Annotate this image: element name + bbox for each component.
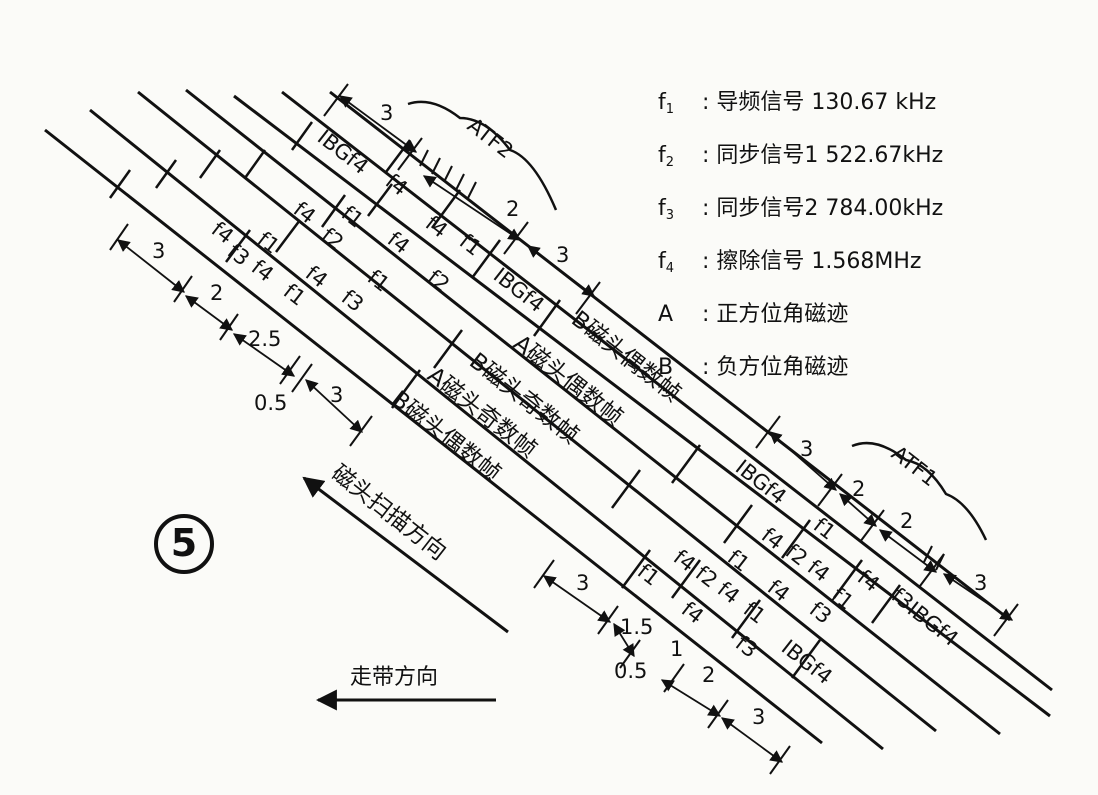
legend-row: f3 : 同步信号2 784.00kHz bbox=[658, 186, 943, 239]
atf2-label: ATF2 bbox=[463, 113, 518, 163]
ibgf4-label: IBGf4 bbox=[903, 597, 963, 651]
atf-hatch bbox=[419, 149, 945, 571]
f3-label: f3 bbox=[731, 631, 762, 663]
f4-label: f4 bbox=[669, 545, 700, 577]
f1-label: f1 bbox=[809, 513, 840, 545]
figure-number: 5 bbox=[154, 514, 214, 574]
dim-value: 2 bbox=[852, 477, 865, 501]
dim-value: 2 bbox=[210, 281, 223, 305]
legend-row: f2 : 同步信号1 522.67kHz bbox=[658, 133, 943, 186]
dim-value: 3 bbox=[330, 383, 343, 407]
track-line bbox=[281, 90, 1053, 692]
legend-text: : 导频信号 130.67 kHz bbox=[702, 90, 937, 115]
f1-label: f1 bbox=[337, 201, 368, 233]
head-scan-label: 磁头扫描方向 bbox=[326, 460, 451, 565]
f4-label: f4 bbox=[763, 575, 794, 607]
legend-text: : 正方位角磁迹 bbox=[702, 302, 849, 327]
track-line bbox=[233, 94, 1051, 718]
atf1-label: ATF1 bbox=[887, 441, 942, 491]
dim-value: 2 bbox=[900, 509, 913, 533]
legend-row: A : 正方位角磁迹 bbox=[658, 292, 943, 345]
dim-value: 0.5 bbox=[614, 659, 647, 683]
dim-value: 3 bbox=[974, 571, 987, 595]
dim-value: 3 bbox=[800, 437, 813, 461]
track-line bbox=[137, 90, 937, 733]
dim-value: 2 bbox=[506, 197, 519, 221]
legend-text: : 负方位角磁迹 bbox=[702, 355, 849, 380]
ibgf4-label: IBGf4 bbox=[489, 263, 549, 317]
f4-label: f4 bbox=[247, 255, 278, 287]
legend-text: : 同步信号1 522.67kHz bbox=[702, 143, 944, 168]
f4-label: f4 bbox=[677, 597, 708, 629]
legend-key: B bbox=[658, 355, 674, 380]
legend-text: : 同步信号2 784.00kHz bbox=[702, 196, 944, 221]
ibgf4-label: IBGf4 bbox=[313, 125, 373, 179]
f4-label: f4 bbox=[421, 211, 452, 243]
track-line bbox=[89, 108, 884, 751]
legend: f1: 导频信号 130.67 kHz f2: 同步信号1 522.67kHz … bbox=[658, 80, 943, 398]
legend-key: f1 bbox=[658, 90, 675, 117]
dim-value: 3 bbox=[152, 239, 165, 263]
head-scan-arrow bbox=[302, 476, 509, 634]
f4-label: f4 bbox=[757, 523, 788, 555]
dim-value: 2.5 bbox=[248, 327, 281, 351]
f2-label: f2 bbox=[317, 223, 348, 255]
legend-key: f4 bbox=[658, 249, 675, 276]
f4-label: f4 bbox=[383, 227, 414, 259]
legend-key: f3 bbox=[658, 196, 675, 223]
tape-direction-label: 走带方向 bbox=[350, 665, 438, 690]
dim-value: 3 bbox=[556, 243, 569, 267]
f4-label: f4 bbox=[289, 197, 320, 229]
legend-key: A bbox=[658, 302, 674, 327]
legend-text: : 擦除信号 1.568MHz bbox=[702, 249, 922, 274]
f2-label: f2 bbox=[423, 265, 454, 297]
legend-row: B : 负方位角磁迹 bbox=[658, 345, 943, 398]
legend-key: f2 bbox=[658, 143, 675, 170]
atf2-brace bbox=[407, 100, 558, 211]
dim-value: 1 bbox=[670, 637, 683, 661]
track-line bbox=[185, 88, 1001, 736]
dim-value: 3 bbox=[752, 705, 765, 729]
f1-label: f1 bbox=[455, 229, 486, 261]
dim-value: 1.5 bbox=[620, 615, 653, 639]
legend-row: f4 : 擦除信号 1.568MHz bbox=[658, 239, 943, 292]
f3-label: f3 bbox=[223, 239, 254, 271]
dim-value: 3 bbox=[576, 571, 589, 595]
dimension-arrows bbox=[117, 95, 1014, 763]
dim-value: 3 bbox=[380, 101, 393, 125]
track-line bbox=[44, 128, 823, 745]
f1-label: f1 bbox=[723, 545, 754, 577]
f4-label: f4 bbox=[713, 577, 744, 609]
f1-label: f1 bbox=[253, 227, 284, 259]
legend-row: f1 : 导频信号 130.67 kHz bbox=[658, 80, 943, 133]
dimension-values: 3 2 3 3 2 2.5 0.5 3 3 2 2 3 3 1.5 0.5 1 … bbox=[152, 101, 987, 729]
dim-value: 0.5 bbox=[254, 391, 287, 415]
atf1-brace bbox=[851, 441, 988, 541]
dim-value: 2 bbox=[702, 663, 715, 687]
f1-label: f1 bbox=[633, 559, 664, 591]
